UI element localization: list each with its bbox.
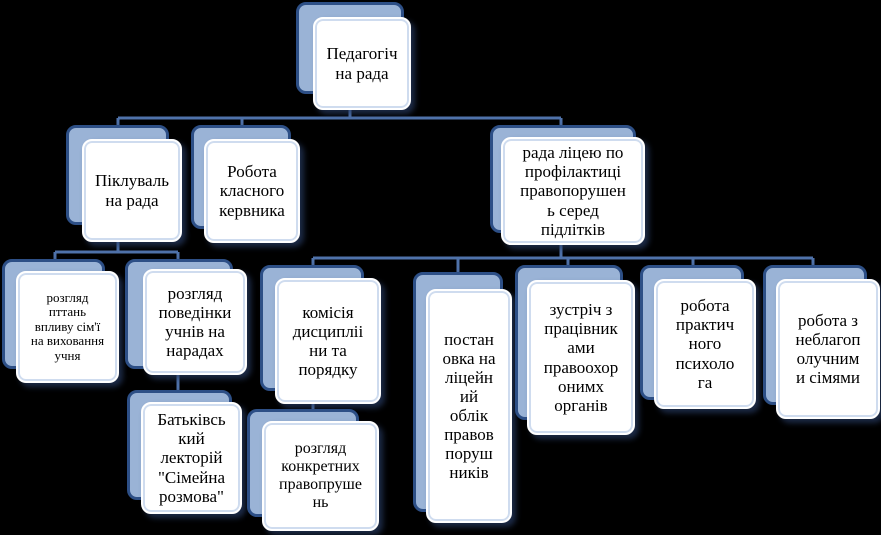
node-class-teacher-work-label: Робота класного кервника	[204, 139, 300, 243]
node-pedagogical-council: Педагогіч на рада	[296, 2, 411, 110]
node-dysfunctional-families: робота з неблагоп олучним и сімями	[763, 265, 880, 419]
node-family-influence: розгляд пттань впливу сім'ї на виховання…	[2, 259, 119, 383]
node-discipline-commission-label: комісія дисципліі ни та порядку	[275, 278, 381, 404]
node-registry: постан овка на ліцейн ий облік правов по…	[413, 272, 512, 523]
node-specific-offenses: розгляд конкретних правопруше нь	[247, 409, 379, 531]
node-parents-lecture: Батьківсь кий лекторій "Сімейна розмова"	[127, 390, 242, 514]
node-trustee-council-label: Піклуваль на рада	[82, 139, 182, 242]
node-registry-label: постан овка на ліцейн ий облік правов по…	[426, 289, 512, 523]
node-specific-offenses-label: розгляд конкретних правопруше нь	[262, 421, 379, 531]
connector-lyceum	[311, 240, 815, 275]
node-police-meeting-label: зустріч з працівник ами правоохор онимх …	[527, 280, 635, 435]
node-parents-lecture-label: Батьківсь кий лекторій "Сімейна розмова"	[141, 402, 242, 514]
node-discipline-commission: комісія дисципліі ни та порядку	[260, 265, 381, 404]
node-pedagogical-council-label: Педагогіч на рада	[313, 17, 411, 110]
connector-care	[53, 236, 180, 262]
node-family-influence-label: розгляд пттань впливу сім'ї на виховання…	[16, 271, 119, 383]
node-police-meeting: зустріч з працівник ами правоохор онимх …	[515, 265, 635, 435]
node-lyceum-council-label: рада ліцею по профілактиці правопорушен …	[501, 137, 645, 245]
node-psychologist-work-label: робота практич ного психоло га	[654, 279, 756, 409]
node-behavior-review-label: розгляд поведінки учнів на нарадах	[143, 269, 247, 375]
node-lyceum-council: рада ліцею по профілактиці правопорушен …	[490, 125, 645, 245]
node-psychologist-work: робота практич ного психоло га	[640, 265, 756, 409]
node-behavior-review: розгляд поведінки учнів на нарадах	[125, 259, 247, 375]
node-trustee-council: Піклуваль на рада	[66, 125, 182, 242]
node-class-teacher-work: Робота класного кервника	[191, 125, 300, 243]
node-dysfunctional-families-label: робота з неблагоп олучним и сімями	[776, 279, 880, 419]
